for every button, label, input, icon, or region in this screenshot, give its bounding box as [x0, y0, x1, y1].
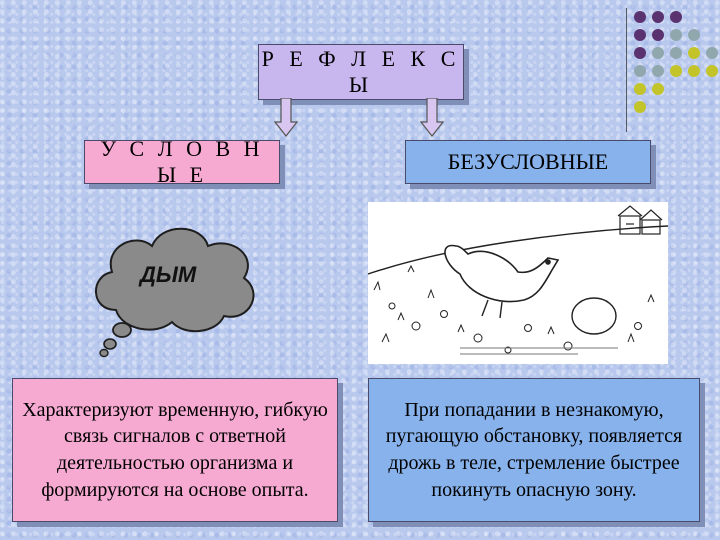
- unconditioned-description-box: При попадании в незнакомую, пугающую обс…: [368, 378, 700, 522]
- caption-scribble: [460, 347, 618, 355]
- conditioned-description-box: Характеризуют временную, гибкую связь си…: [12, 378, 338, 522]
- hen-drawing: [444, 244, 560, 319]
- reflexes-title-box: Р Е Ф Л Е К С Ы: [258, 44, 464, 100]
- decorative-dot-grid: [625, 8, 720, 148]
- village-houses: [617, 205, 663, 235]
- reflexes-title: Р Е Ф Л Е К С Ы: [261, 46, 461, 97]
- conditioned-description: Характеризуют временную, гибкую связь си…: [22, 398, 328, 501]
- unconditioned-reflexes-box: БЕЗУСЛОВНЫЕ: [405, 140, 651, 184]
- thought-cloud-icon: [95, 227, 255, 358]
- grass-and-flowers: [373, 264, 655, 354]
- cloud-label: ДЫМ: [140, 262, 197, 287]
- dot-row-2: [634, 29, 700, 41]
- conditioned-heading: У С Л О В Н Ы Е: [100, 136, 264, 187]
- unconditioned-description: При попадании в незнакомую, пугающую обс…: [385, 398, 683, 501]
- arrow-down-right-icon: [420, 98, 444, 137]
- conditioned-reflexes-box: У С Л О В Н Ы Е: [84, 136, 280, 187]
- dot-row-3: [634, 47, 718, 59]
- hen-farm-illustration: [368, 202, 668, 364]
- dot-row-5: [634, 83, 664, 95]
- unconditioned-heading: БЕЗУСЛОВНЫЕ: [447, 149, 609, 174]
- egg-drawing: [571, 297, 617, 335]
- dot-row-6: [634, 101, 646, 113]
- dot-row-4: [634, 65, 718, 77]
- arrow-down-left-icon: [274, 98, 298, 137]
- dot-row-1: [634, 11, 682, 23]
